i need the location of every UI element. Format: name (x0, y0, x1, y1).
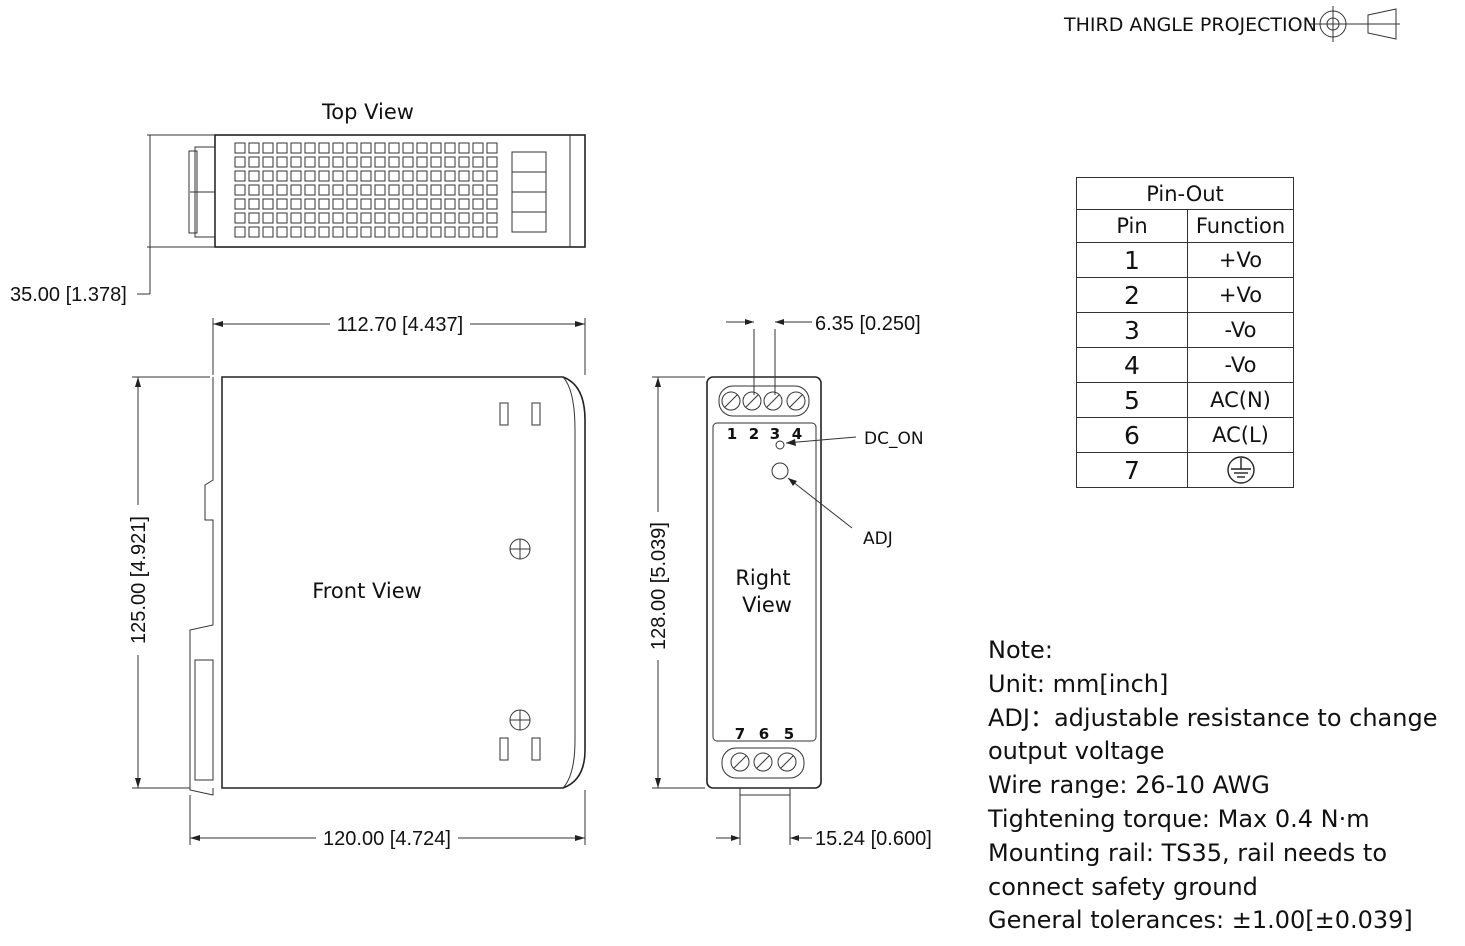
terminal-screw-icon (786, 391, 806, 411)
note-line: ADJ：adjustable resistance to change (988, 703, 1438, 732)
projection-symbol-icon (1310, 6, 1400, 42)
front-view-label: Front View (312, 579, 422, 603)
pin-number: 2 (1076, 277, 1188, 313)
callout-dc-on-label: DC_ON (864, 429, 924, 449)
terminal-screw-icon (753, 752, 773, 772)
notes-block: Note: Unit: mm[inch] ADJ：adjustable resi… (988, 634, 1437, 938)
callout-adj: ADJ (787, 477, 893, 549)
table-row: 4 -Vo (1076, 347, 1294, 383)
pinout-table: Pin-Out Pin Function 1 +Vo 2 +Vo 3 -Vo 4… (1076, 177, 1294, 488)
pinout-col-function: Function (1187, 209, 1294, 243)
callout-adj-label: ADJ (863, 529, 893, 549)
note-line: Unit: mm[inch] (988, 669, 1169, 698)
terminal-number: 5 (784, 725, 794, 743)
dim-pin-pitch: 6.35 [0.250] (726, 313, 921, 395)
table-row: 5 AC(N) (1076, 382, 1294, 418)
terminal-number: 3 (770, 425, 780, 443)
dim-right-width-label: 15.24 [0.600] (815, 828, 932, 850)
dim-height-top-label: 35.00 [1.378] (10, 284, 127, 306)
dim-height-front: 125.00 [4.921] (128, 376, 210, 789)
screw-icon (509, 709, 531, 731)
dim-right-width: 15.24 [0.600] (716, 795, 932, 850)
note-line: Tightening torque: Max 0.4 N·m (988, 804, 1370, 833)
third-angle-projection: THIRD ANGLE PROJECTION (1063, 6, 1400, 42)
terminal-number: 6 (759, 725, 769, 743)
pin-function: -Vo (1187, 312, 1294, 348)
dim-pin-pitch-label: 6.35 [0.250] (815, 313, 921, 335)
pin-number: 7 (1076, 452, 1188, 488)
pin-function: AC(L) (1187, 417, 1294, 453)
pin-function: +Vo (1187, 242, 1294, 278)
top-view-drawing (188, 134, 586, 248)
dim-height-right: 128.00 [5.039] (648, 376, 705, 789)
top-view-label: Top View (321, 100, 414, 124)
pinout-title: Pin-Out (1076, 177, 1294, 210)
terminal-number: 4 (792, 425, 802, 443)
terminal-screw-icon (763, 391, 783, 411)
dim-width-front-base-label: 120.00 [4.724] (323, 828, 451, 850)
dc-on-led (775, 440, 785, 450)
pinout-col-pin: Pin (1076, 209, 1188, 243)
pin-function: -Vo (1187, 347, 1294, 383)
dim-width-front-label: 112.70 [4.437] (337, 314, 463, 336)
dim-width-front: 112.70 [4.437] (212, 314, 586, 375)
table-row: 1 +Vo (1076, 242, 1294, 278)
note-line: General tolerances: ±1.00[±0.039] (988, 906, 1413, 935)
ground-icon (1226, 456, 1255, 484)
dim-height-top: 35.00 [1.378] (10, 134, 215, 306)
pin-function: AC(N) (1187, 382, 1294, 418)
note-line: Wire range: 26-10 AWG (988, 771, 1270, 800)
table-row: 2 +Vo (1076, 277, 1294, 313)
terminal-screw-icon (730, 752, 750, 772)
note-heading: Note: (988, 636, 1053, 664)
projection-label: THIRD ANGLE PROJECTION (1063, 14, 1317, 36)
pin-number: 4 (1076, 347, 1188, 383)
right-view-drawing (706, 376, 822, 796)
dim-height-front-label: 125.00 [4.921] (128, 516, 150, 644)
table-row: 7 (1076, 452, 1294, 488)
dim-height-right-label: 128.00 [5.039] (648, 522, 670, 650)
table-row: 3 -Vo (1076, 312, 1294, 348)
note-line: Mounting rail: TS35, rail needs to (988, 838, 1388, 867)
terminal-number: 2 (749, 425, 759, 443)
terminal-number: 7 (735, 725, 745, 743)
right-view-label-line2: View (742, 593, 792, 617)
terminal-number: 1 (727, 425, 737, 443)
terminal-screw-icon (742, 391, 762, 411)
pin-number: 6 (1076, 417, 1188, 453)
note-line: connect safety ground (988, 872, 1258, 901)
pin-function (1187, 452, 1294, 488)
note-line: output voltage (988, 737, 1165, 766)
pin-number: 1 (1076, 242, 1188, 278)
pin-function: +Vo (1187, 277, 1294, 313)
adj-potentiometer (771, 462, 789, 480)
pin-number: 5 (1076, 382, 1188, 418)
pin-number: 3 (1076, 312, 1188, 348)
terminal-screw-icon (777, 752, 797, 772)
callout-dc-on: DC_ON (785, 429, 924, 449)
front-view-drawing (189, 376, 586, 796)
screw-icon (509, 538, 531, 560)
dim-width-front-base: 120.00 [4.724] (189, 790, 586, 850)
vent-grid (234, 142, 498, 238)
terminal-screw-icon (721, 391, 741, 411)
table-row: 6 AC(L) (1076, 417, 1294, 453)
right-view-label-line1: Right (735, 566, 790, 590)
